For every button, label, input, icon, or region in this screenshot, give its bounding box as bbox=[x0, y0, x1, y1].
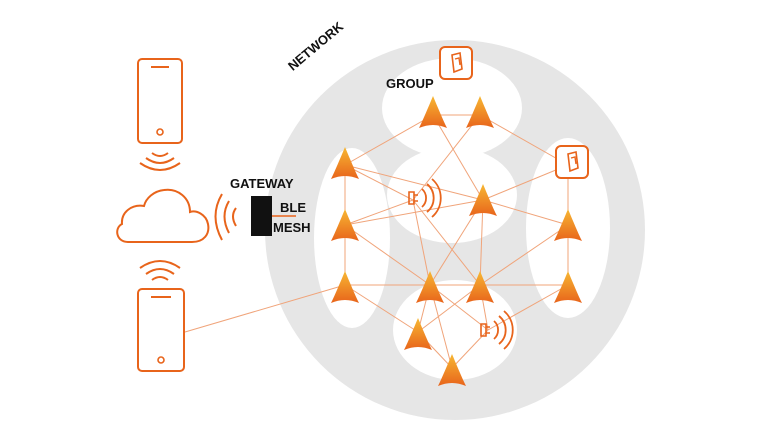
mesh-node-icon bbox=[416, 271, 444, 303]
mesh-node-icon bbox=[554, 209, 582, 241]
light-switch-icon bbox=[439, 46, 473, 80]
mesh-node-icon bbox=[466, 96, 494, 128]
mesh-node-icon bbox=[331, 271, 359, 303]
mesh-label: MESH bbox=[273, 220, 311, 235]
bluetooth-device-icon bbox=[408, 178, 442, 218]
mesh-node-icon bbox=[466, 271, 494, 303]
mesh-node-icon bbox=[438, 354, 466, 386]
mesh-links bbox=[184, 114, 569, 369]
bluetooth-device-icon bbox=[480, 310, 514, 350]
ble-label: BLE bbox=[280, 200, 306, 215]
wireless-signal-icon bbox=[214, 193, 237, 241]
gateway-label: GATEWAY bbox=[230, 176, 294, 191]
wireless-signal-icon bbox=[139, 152, 181, 171]
gateway-block bbox=[251, 196, 296, 236]
cloud-icon bbox=[116, 188, 210, 243]
mesh-node-icon bbox=[419, 96, 447, 128]
wireless-signal-icon bbox=[139, 260, 181, 281]
group-label: GROUP bbox=[386, 76, 434, 91]
mesh-nodes bbox=[331, 96, 582, 386]
smartphone-icon bbox=[137, 58, 183, 144]
mesh-node-icon bbox=[554, 271, 582, 303]
mesh-node-icon bbox=[404, 318, 432, 350]
mesh-node-icon bbox=[331, 209, 359, 241]
mesh-node-icon bbox=[469, 184, 497, 216]
smartphone-icon bbox=[137, 288, 185, 372]
light-switch-icon bbox=[555, 145, 589, 179]
mesh-node-icon bbox=[331, 147, 359, 179]
